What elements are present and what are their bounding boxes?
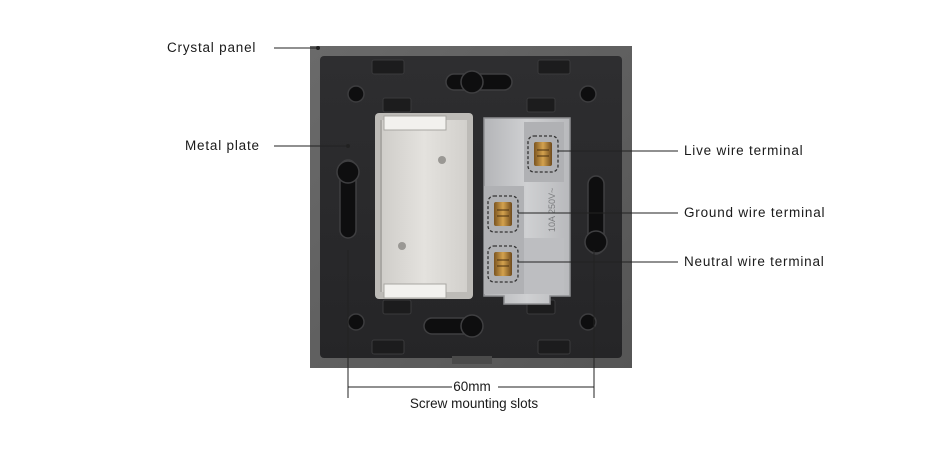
crystal-panel-label: Crystal panel bbox=[167, 40, 257, 55]
metal-plate-label: Metal plate bbox=[185, 138, 260, 153]
bottom-tab bbox=[452, 356, 492, 364]
dimension-line bbox=[347, 250, 595, 398]
live-wire-terminal-screw bbox=[527, 135, 559, 173]
ground-wire-terminal-screw bbox=[487, 195, 519, 233]
screw-mounting-slots bbox=[336, 70, 608, 338]
mounting-box bbox=[375, 113, 473, 299]
callout-lines bbox=[274, 46, 678, 263]
module-rating-marking: 10A 250V~ bbox=[547, 188, 557, 232]
neutral-wire-terminal-label: Neutral wire terminal bbox=[684, 254, 825, 269]
dimension-value: 60mm bbox=[453, 379, 491, 394]
corner-holes bbox=[347, 85, 597, 331]
live-wire-terminal-label: Live wire terminal bbox=[684, 143, 804, 158]
neutral-wire-terminal-screw bbox=[487, 245, 519, 283]
dimension-caption: Screw mounting slots bbox=[409, 396, 539, 411]
ground-wire-terminal-label: Ground wire terminal bbox=[684, 205, 826, 220]
